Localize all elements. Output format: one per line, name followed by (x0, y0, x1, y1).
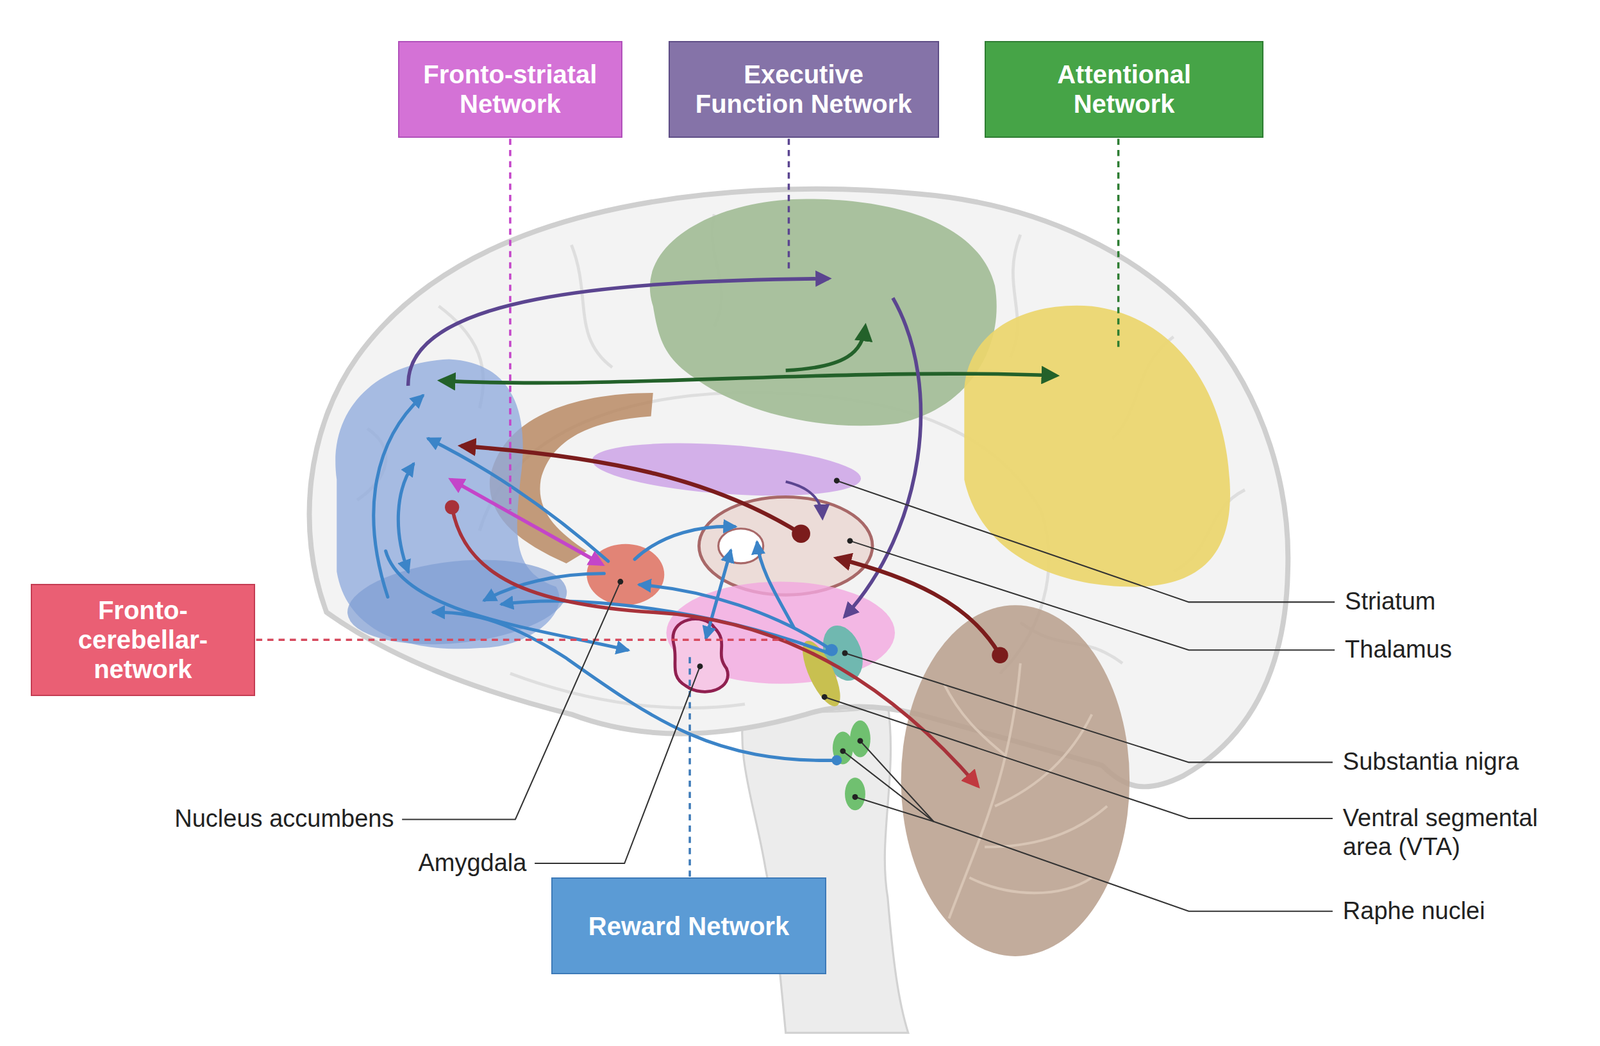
folia-line (994, 714, 1092, 807)
leader-dot (839, 748, 846, 754)
cerebellum-folia (943, 663, 1108, 919)
leader-line (824, 696, 1333, 818)
pathway-origin-dot (831, 755, 842, 766)
network-title: Attentional Network (1011, 59, 1237, 119)
network-title: Fronto-striatal Network (405, 59, 615, 119)
raphe-nucleus (844, 777, 866, 811)
leader-line (855, 797, 934, 822)
pathway-arrow (757, 542, 794, 628)
structure-label: Substantia nigra (1342, 747, 1520, 777)
network-box: Executive Function Network (668, 41, 940, 138)
pathway-arrow (634, 526, 735, 559)
sulcus (571, 244, 613, 368)
leader-line (836, 480, 1335, 602)
text-wrap: Attentional Network (1011, 59, 1237, 119)
leader-dot (842, 650, 849, 657)
thalamocortical-arrow (461, 446, 802, 534)
cerebellothalamic-arrow (836, 558, 1000, 656)
executive-arrow (785, 482, 823, 518)
network-box: Fronto-striatal Network (398, 41, 623, 138)
structure-label: Striatum (1344, 587, 1436, 617)
frontostriatal-arrow (451, 479, 603, 565)
network-box: Attentional Network (984, 41, 1264, 138)
pathway-arrow (706, 551, 731, 638)
dashed-pointer (1117, 139, 1120, 353)
leader-dot (697, 663, 704, 670)
executive-arrow (408, 278, 829, 386)
cerebrum-outline (309, 189, 1289, 788)
folia-line (969, 877, 1092, 893)
leader-dot (857, 737, 863, 744)
folia-line (984, 806, 1108, 848)
pathway-origin-dot (825, 644, 838, 657)
raphe-nucleus (850, 720, 871, 758)
folia-line (948, 663, 1020, 919)
leader-dot (847, 537, 854, 544)
pathway-arrow (433, 612, 838, 761)
text-wrap: Executive Function Network (690, 59, 918, 119)
attentional-region (964, 305, 1231, 588)
pathway-arrow (501, 601, 829, 654)
pathway-arrow (398, 464, 413, 572)
leader-line (850, 541, 1335, 650)
leader-line (401, 582, 621, 820)
pathway-arrow (385, 551, 628, 650)
pathway-origin-dot (991, 646, 1008, 663)
dashed-pointer (256, 639, 786, 642)
executive-arrow (844, 298, 921, 617)
structure-label: Thalamus (1344, 635, 1452, 665)
dashed-pointer (787, 139, 791, 271)
pathway-arrow (373, 396, 423, 598)
network-title: Reward Network (588, 911, 790, 942)
leader-dot (617, 578, 624, 585)
leader-dots (617, 477, 863, 800)
leader-lines (401, 480, 1335, 912)
leader-line (842, 751, 1333, 912)
network-box: Reward Network (551, 877, 827, 975)
pathway-origin-dot (444, 500, 459, 515)
leader-dot (821, 694, 828, 700)
text-wrap: Fronto- cerebellar- network (38, 595, 248, 684)
attention-arrow (785, 326, 866, 371)
executive-region (650, 198, 997, 426)
thalamus-shape (698, 496, 873, 595)
reward-arrows (373, 396, 837, 761)
leader-dot (833, 477, 840, 484)
structure-label: Amygdala (417, 848, 527, 879)
network-title: Executive Function Network (690, 59, 918, 119)
text-wrap: Reward Network (588, 911, 790, 942)
attention-arrow (441, 373, 1057, 383)
network-box: Fronto- cerebellar- network (30, 583, 256, 697)
structure-label: Ventral segmental area (VTA) (1342, 803, 1581, 863)
leader-dot (852, 794, 859, 800)
pathway-arrow (639, 584, 832, 650)
structure-label: Nucleus accumbens (174, 804, 394, 834)
dashed-pointer (508, 139, 512, 511)
network-title: Fronto- cerebellar- network (38, 595, 248, 684)
pathway-origin-dot (791, 524, 811, 543)
structure-label: Raphe nuclei (1342, 896, 1486, 927)
amygdala-shape (673, 619, 729, 692)
brainstem (742, 704, 909, 1034)
leader-line (534, 666, 700, 864)
network-pointers (256, 139, 1119, 877)
text-wrap: Fronto-striatal Network (405, 59, 615, 119)
dashed-pointer (688, 653, 692, 877)
cerebellum (901, 605, 1131, 957)
frontocerebellar-arrow (451, 507, 978, 786)
leader-line (844, 653, 1333, 763)
